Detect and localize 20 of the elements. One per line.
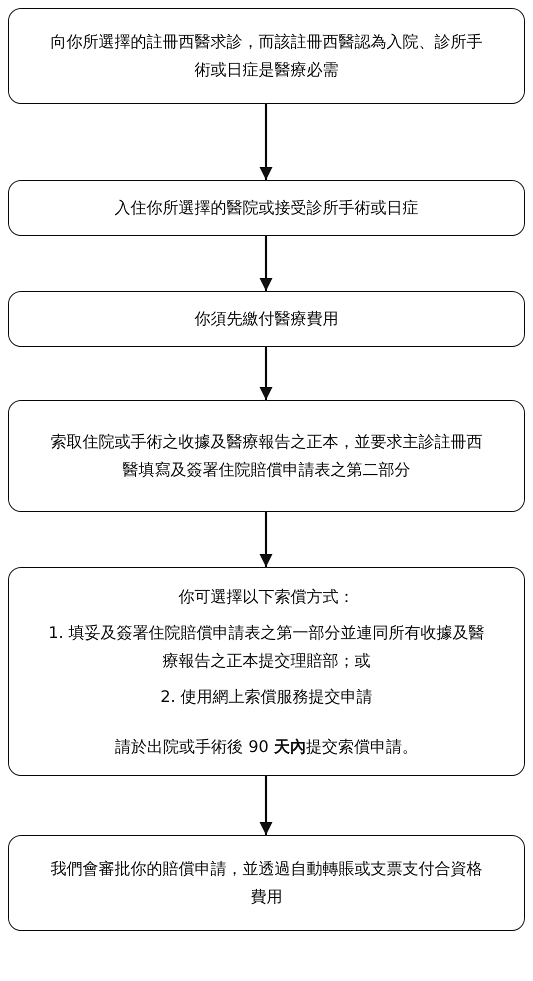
- process-box: [8, 835, 525, 931]
- process-box: [8, 567, 525, 776]
- process-box: [8, 8, 525, 104]
- arrow: [259, 104, 273, 180]
- arrow: [259, 776, 273, 835]
- step-text: 1. 填妥及簽署住院賠償申請表之第一部分並連同所有收據及醫療報告之正本提交理賠部；或: [47, 622, 486, 672]
- step-text: 2. 使用網上索償服務提交申請: [160, 686, 373, 708]
- step-text: 你可選擇以下索償方式：: [178, 586, 354, 608]
- step-text: 索取住院或手術之收據及醫療報告之正本，並要求主診註冊西醫填寫及簽署住院賠償申請表之第二部分: [50, 431, 484, 481]
- process-box: [8, 291, 525, 347]
- step-text: 我們會審批你的賠償申請，並透過自動轉賬或支票支付合資格費用: [50, 858, 484, 908]
- step-text: 你須先繳付醫療費用: [194, 308, 338, 330]
- arrow: [259, 347, 273, 400]
- step-text: 入住你所選擇的醫院或接受診所手術或日症: [114, 197, 418, 219]
- step-text: 請於出院或手術後 90 天內提交索償申請。: [115, 736, 418, 758]
- process-box: [8, 400, 525, 512]
- arrow: [259, 236, 273, 291]
- step-text: 向你所選擇的註冊西醫求診，而該註冊西醫認為入院、診所手術或日症是醫療必需: [50, 31, 484, 81]
- arrow: [259, 512, 273, 567]
- process-box: [8, 180, 525, 236]
